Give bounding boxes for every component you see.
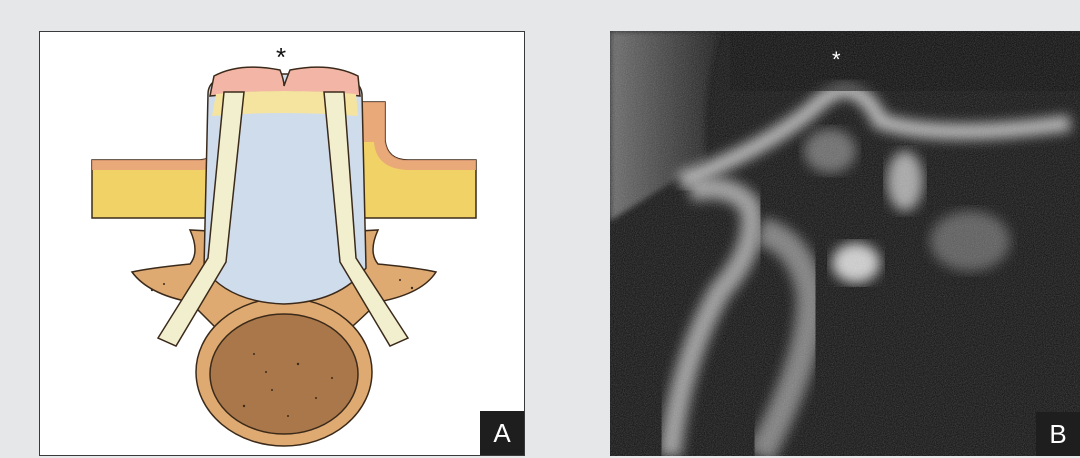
panel-label-a: A xyxy=(480,411,524,455)
ct-image xyxy=(610,31,1080,456)
panel-label-b: B xyxy=(1036,412,1080,456)
marker-asterisk-b: * xyxy=(832,49,841,71)
spinal-illustration xyxy=(40,32,525,456)
marker-asterisk-a: * xyxy=(276,44,286,70)
panel-b-ct-scan: * B xyxy=(610,31,1080,456)
vertebral-body xyxy=(210,314,358,434)
panel-a-illustration: * A xyxy=(39,31,525,456)
